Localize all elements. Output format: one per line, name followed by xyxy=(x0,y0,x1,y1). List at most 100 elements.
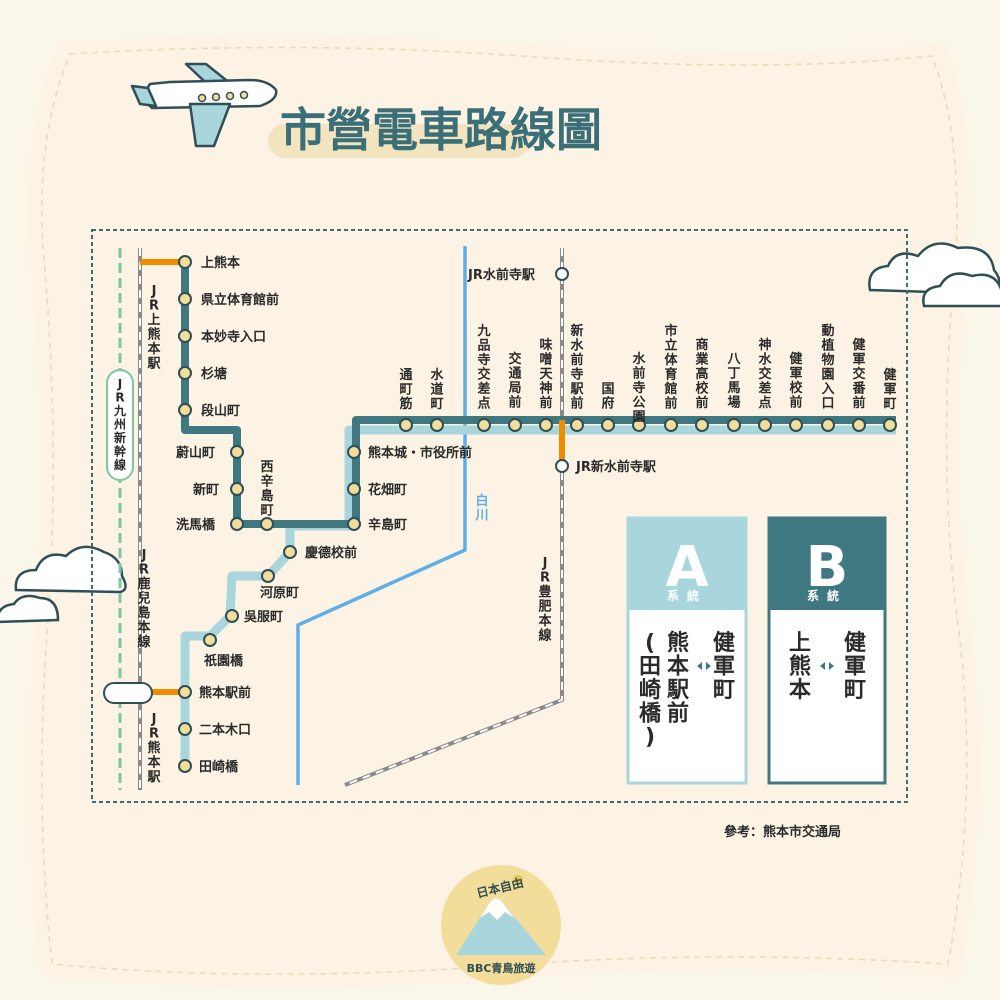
station-label-honmyoji: 本妙寺入口 xyxy=(201,329,266,345)
station-dot-shinsuizenji xyxy=(570,418,584,432)
legend-a-from: 熊本駅前 xyxy=(667,630,689,727)
station-dot-sugitomo xyxy=(178,366,192,380)
station-label-kengunkomae: 健軍校前 xyxy=(789,351,803,411)
station-dot-kenritsu xyxy=(178,292,192,306)
station-dot-araimabashi xyxy=(230,517,244,531)
station-dot-dobutsuen xyxy=(821,418,835,432)
jr-label-shinsuizenji: JR新水前寺駅 xyxy=(575,459,657,475)
station-label-kumamotojo: 熊本城・市役所前 xyxy=(368,445,472,461)
jr-suizenji-station-marker xyxy=(555,267,569,281)
map-frame xyxy=(91,229,908,803)
station-label-suidocho: 水道町 xyxy=(430,367,444,412)
station-label-dobutsuen: 動植物園入口 xyxy=(820,323,834,412)
legend-b-to: 健軍町 xyxy=(844,630,866,703)
station-label-gofukumachi: 吳服町 xyxy=(243,610,283,625)
shinkansen-label-pill xyxy=(106,369,134,481)
legend-b-letter: B xyxy=(806,535,849,600)
source-note: 參考：熊本市交通局 xyxy=(724,824,841,840)
station-dot-ishiyama xyxy=(230,445,244,459)
title-highlight xyxy=(268,124,530,158)
page-title: 市營電車路線圖 xyxy=(280,103,602,157)
station-dot-kengunmachi xyxy=(883,418,897,432)
station-dots xyxy=(178,255,897,773)
station-label-torichosuji: 通町筋 xyxy=(398,367,412,412)
background-dash-border xyxy=(41,46,968,975)
station-dot-hanabata xyxy=(347,482,361,496)
station-label-misotenjin: 味噌天神前 xyxy=(539,337,553,411)
station-label-karashima: 辛島町 xyxy=(368,517,407,533)
station-dot-gionbashi xyxy=(203,633,217,647)
station-label-shogyokoko: 商業高校前 xyxy=(694,337,709,411)
station-dot-gofukumachi xyxy=(225,609,239,623)
legend-b: B 系統 健軍町 上熊本 xyxy=(767,516,887,785)
station-dot-kengunkomae xyxy=(789,418,803,432)
station-dot-hacchobaba xyxy=(727,418,741,432)
station-dot-nihongiguchi xyxy=(178,722,192,736)
cloud-icon-left xyxy=(0,545,127,624)
station-dot-kotsukyoku xyxy=(508,418,522,432)
station-dot-nishikarashima xyxy=(260,517,274,531)
station-label-keitokukomae: 慶德校前 xyxy=(305,545,357,561)
station-label-shinsuizenji: 新水前寺駅前 xyxy=(569,323,584,412)
legend-a-arrow-icon xyxy=(697,662,711,670)
station-dot-kengunkoban xyxy=(852,418,866,432)
station-label-sugitomo: 杉塘 xyxy=(201,366,227,382)
legend-a-sub: 系統 xyxy=(667,588,707,603)
station-dot-karashima xyxy=(347,517,361,531)
station-dot-suidocho xyxy=(430,418,444,432)
background-card xyxy=(28,35,980,988)
cloud-icon-right xyxy=(868,242,1000,308)
station-label-kumamotoekimae: 熊本駅前 xyxy=(199,685,251,701)
station-dot-shinmachi xyxy=(230,482,244,496)
station-label-hacchobaba: 八丁馬場 xyxy=(726,352,741,411)
station-label-nishikarashima: 西辛島町 xyxy=(260,460,273,519)
station-dot-shiritsutaiikukan xyxy=(664,418,678,432)
station-label-shinmachi: 新町 xyxy=(193,482,219,498)
river-label: 白川 xyxy=(474,493,488,524)
airplane-icon xyxy=(130,62,278,148)
station-label-kokufu: 国府 xyxy=(601,382,614,412)
station-label-ishiyama: 蔚山町 xyxy=(176,445,215,461)
jr-shinsuizenji-station-marker xyxy=(555,459,569,473)
legend-b-from: 上熊本 xyxy=(789,631,811,703)
legend-b-arrow-icon xyxy=(820,662,834,670)
station-dot-suizenjikoen xyxy=(632,418,646,432)
legend-a: A 系統 健軍町 熊本駅前 (田崎橋) xyxy=(626,516,748,785)
station-dot-torichosuji xyxy=(399,418,413,432)
shirakawa-river xyxy=(296,246,467,785)
station-dot-keitokukomae xyxy=(283,545,297,559)
station-dot-kumamotoekimae xyxy=(178,685,192,699)
station-label-hanabata: 花畑町 xyxy=(368,482,407,498)
station-dot-kamikumamoto xyxy=(178,255,192,269)
station-label-kamikumamoto: 上熊本 xyxy=(201,255,240,271)
station-label-shiritsutaiikukan: 市立体育館前 xyxy=(664,323,678,412)
station-label-kawaramachi: 河原町 xyxy=(260,585,299,601)
station-dot-misotenjin xyxy=(539,418,553,432)
legend-a-to: 健軍町 xyxy=(713,630,735,703)
station-label-kuwamizu: 神水交差点 xyxy=(758,337,772,411)
station-dot-shogyokoko xyxy=(695,418,709,432)
station-dot-kawaramachi xyxy=(261,569,275,583)
station-label-danyama: 段山町 xyxy=(201,403,240,419)
station-label-kuhonji: 九品寺交差点 xyxy=(476,324,490,412)
station-dot-kuhonji xyxy=(477,418,491,432)
station-label-kotsukyoku: 交通局前 xyxy=(508,351,521,411)
station-dot-danyama xyxy=(178,403,192,417)
legend-a-letter: A xyxy=(665,535,709,600)
station-label-araimabashi: 洗馬橋 xyxy=(176,517,216,533)
station-dot-honmyoji xyxy=(178,329,192,343)
jr-kumamoto-station-marker xyxy=(103,682,153,704)
station-label-gionbashi: 祇園橋 xyxy=(203,653,244,669)
logo-bottom-text: BBC青鳥旅遊 xyxy=(467,961,536,975)
station-label-tasakibashi: 田崎橋 xyxy=(199,759,239,775)
station-label-nihongiguchi: 二本木口 xyxy=(199,722,251,738)
legend-b-sub: 系統 xyxy=(807,588,847,603)
brand-logo: 日本自由 BBC青鳥旅遊 xyxy=(441,865,561,985)
